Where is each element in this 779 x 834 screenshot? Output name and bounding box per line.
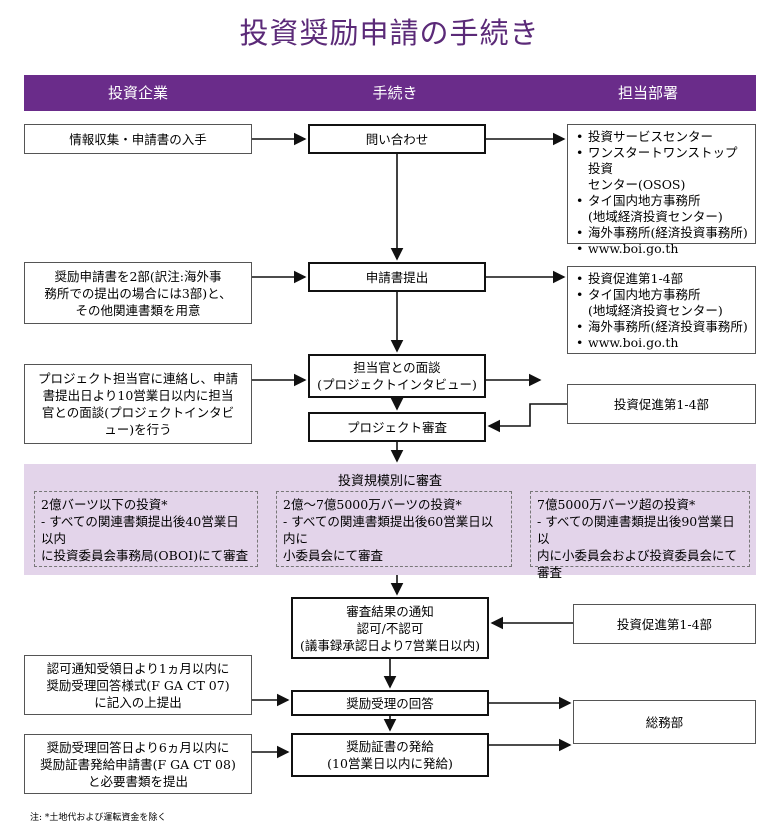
company-step-3: プロジェクト担当官に連絡し、申請書提出日より10営業日以内に担当官との面談(プロ… (24, 364, 252, 444)
scale-tier-3: 7億5000万バーツ超の投資*- すべての関連書類提出後90営業日以内に小委員会… (530, 491, 750, 580)
company-step-5: 奨励受理回答日より6ヵ月以内に奨励証書発給申請書(F GA CT 08)と必要書… (24, 734, 252, 794)
scale-tier-1: 2億バーツ以下の投資*- すべての関連書類提出後40営業日以内に投資委員会事務局… (34, 491, 258, 567)
procedure-notify: 審査結果の通知認可/不認可(議事録承認日より7営業日以内) (291, 597, 489, 659)
column-header-bar (24, 75, 756, 111)
department-4: 投資促進第1-4部 (573, 604, 756, 644)
footnote: 注: *土地代および運転資金を除く (30, 813, 167, 823)
company-step-2: 奨励申請書を2部(訳注:海外事務所での提出の場合には3部)と、その他関連書類を用… (24, 262, 252, 324)
procedure-inquiry: 問い合わせ (308, 124, 486, 154)
procedure-issue: 奨励証書の発給(10営業日以内に発給) (291, 733, 489, 777)
scale-tier-2: 2億～7億5000万バーツの投資*- すべての関連書類提出後60営業日以内に小委… (276, 491, 512, 567)
header-company: 投資企業 (107, 84, 168, 102)
procedure-review: プロジェクト審査 (308, 412, 486, 442)
department-list-2: 投資促進第1-4部 タイ国内地方事務所(地域経済投資センター) 海外事務所(経済… (567, 266, 756, 354)
department-5: 総務部 (573, 700, 756, 744)
company-step-1: 情報収集・申請書の入手 (24, 124, 252, 154)
scale-review-title: 投資規模別に審査 (337, 474, 442, 489)
header-procedure: 手続き (372, 84, 418, 102)
header-department: 担当部署 (617, 84, 678, 102)
page-title: 投資奨励申請の手続き (239, 16, 540, 50)
company-step-4: 認可通知受領日より1ヵ月以内に奨励受理回答様式(F GA CT 07)に記入の上… (24, 655, 252, 715)
scale-review-band (24, 464, 756, 575)
department-3: 投資促進第1-4部 (567, 384, 756, 424)
procedure-reply: 奨励受理の回答 (291, 690, 489, 716)
procedure-submit: 申請書提出 (308, 262, 486, 292)
procedure-interview: 担当官との面談(プロジェクトインタビュー) (308, 354, 486, 398)
